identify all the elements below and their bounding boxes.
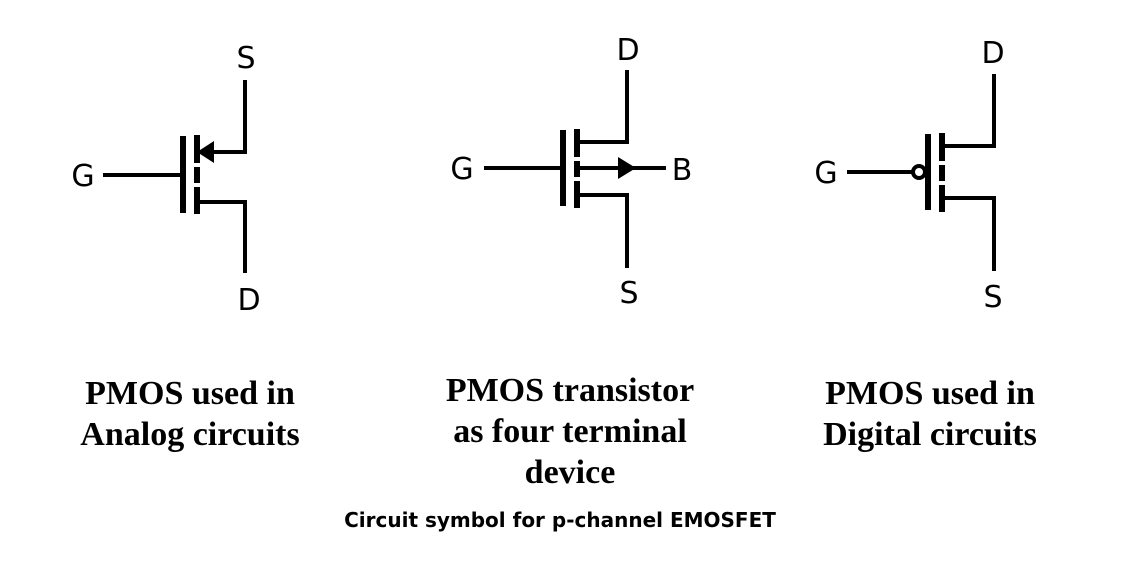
drain-lead: [577, 70, 629, 144]
caption-pmos-digital: PMOS used in Digital circuits: [770, 373, 1090, 455]
drain-pin-label: D: [981, 36, 1004, 71]
caption-line: PMOS used in: [825, 375, 1035, 412]
pmos-analog-symbol: S G D: [71, 41, 260, 318]
body-arrow: [618, 157, 636, 179]
caption-line: as four terminal: [453, 413, 687, 450]
figure-caption: Circuit symbol for p-channel EMOSFET: [344, 508, 776, 532]
pmos-digital-symbol: D G S: [814, 36, 1004, 315]
caption-pmos-four-terminal: PMOS transistor as four terminal device: [410, 370, 730, 493]
source-pin-label: S: [619, 276, 638, 311]
caption-line: PMOS used in: [85, 375, 295, 412]
caption-line: device: [524, 454, 616, 491]
gate-inversion-bubble: [911, 164, 927, 180]
caption-line: Analog circuits: [80, 416, 300, 453]
source-pin-label: S: [236, 41, 255, 76]
drain-lead: [197, 200, 247, 273]
gate-pin-label: G: [814, 156, 837, 191]
source-lead: [942, 196, 996, 271]
body-pin-label: B: [672, 153, 693, 188]
gate-pin-label: G: [71, 159, 94, 194]
source-lead: [212, 80, 247, 154]
caption-pmos-analog: PMOS used in Analog circuits: [30, 373, 350, 455]
caption-line: Digital circuits: [823, 416, 1037, 453]
source-pin-label: S: [983, 280, 1002, 315]
drain-lead: [942, 74, 996, 148]
drain-pin-label: D: [237, 283, 260, 318]
pmos-four-terminal-symbol: D G B S: [450, 33, 692, 311]
drain-pin-label: D: [616, 33, 639, 68]
gate-pin-label: G: [450, 152, 473, 187]
source-arrow: [197, 141, 214, 163]
source-lead: [577, 193, 629, 268]
caption-line: PMOS transistor: [445, 372, 695, 409]
